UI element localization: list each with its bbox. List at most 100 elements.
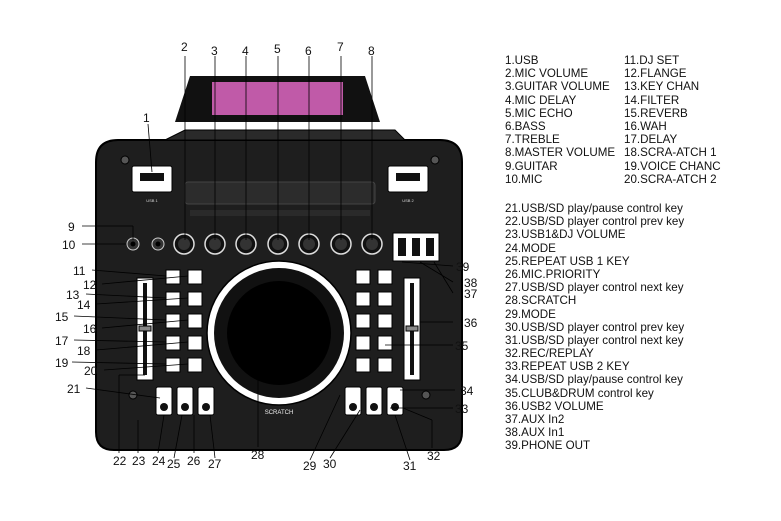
legend-item: 6.BASS: [505, 119, 546, 133]
legend-item: 21.USB/SD play/pause control key: [505, 202, 683, 215]
callout-5: 5: [274, 42, 281, 56]
callout-15: 15: [55, 310, 69, 324]
callout-36: 36: [464, 316, 478, 330]
legend-item: 1.USB: [505, 54, 539, 67]
usb2-volume-fader[interactable]: [403, 277, 421, 381]
legend-item: 25.REPEAT USB 1 KEY: [505, 254, 630, 268]
legend-item: 2.MIC VOLUME: [505, 67, 589, 81]
right-transport-buttons[interactable]: [344, 386, 404, 416]
legend-item: 30.USB/SD player control prev key: [505, 320, 685, 334]
legend-item: 20.SCRA-ATCH 2: [624, 172, 717, 186]
callout-31: 31: [403, 459, 417, 473]
legend-item: 18.SCRA-ATCH 1: [624, 146, 717, 160]
callout-22: 22: [113, 454, 127, 468]
usb1-label: USB 1: [146, 198, 158, 203]
legend-item: 16.WAH: [624, 119, 667, 133]
legend-item: 38.AUX In1: [505, 426, 565, 440]
callout-20: 20: [84, 364, 98, 378]
legend-item: 19.VOICE CHANC: [624, 159, 721, 173]
callout-11: 11: [73, 264, 86, 278]
usb2-label: USB 2: [402, 198, 414, 203]
callout-35: 35: [455, 339, 469, 353]
left-transport-buttons[interactable]: [155, 386, 215, 416]
callout-16: 16: [83, 322, 97, 336]
callout-6: 6: [305, 44, 312, 58]
legend-item: 28.SCRATCH: [505, 294, 577, 308]
legend-item: 7.TREBLE: [505, 133, 560, 147]
legend-item: 14.FILTER: [624, 93, 680, 107]
legend-item: 29.MODE: [505, 307, 556, 321]
callout-17: 17: [55, 334, 69, 348]
callout-9: 9: [68, 220, 75, 234]
callout-3: 3: [211, 44, 218, 58]
usb1-port[interactable]: USB 1: [131, 165, 173, 203]
legend-item: 24.MODE: [505, 241, 556, 255]
callout-19: 19: [55, 356, 69, 370]
aux-phone-jacks[interactable]: [392, 232, 440, 262]
guitar-jack[interactable]: [151, 237, 165, 251]
callout-13: 13: [66, 288, 80, 302]
legend-item: 13.KEY CHAN: [624, 80, 700, 94]
callout-21: 21: [67, 382, 81, 396]
callout-29: 29: [303, 459, 317, 473]
legend-item: 5.MIC ECHO: [505, 106, 573, 120]
legend-item: 4.MIC DELAY: [505, 93, 577, 107]
legend-item: 27.USB/SD player control next key: [505, 281, 684, 295]
callout-37: 37: [464, 287, 478, 301]
callout-24: 24: [152, 454, 166, 468]
legend-item: 9.GUITAR: [505, 159, 558, 173]
legend-item: 39.PHONE OUT: [505, 439, 591, 453]
legend-item: 32.REC/REPLAY: [505, 347, 594, 361]
scratch-label: SCRATCH: [265, 410, 294, 416]
leader-lines: [71, 56, 455, 461]
callout-12: 12: [83, 278, 97, 292]
callout-2: 2: [181, 40, 188, 54]
callout-1: 1: [143, 111, 150, 125]
legend-item: 33.REPEAT USB 2 KEY: [505, 360, 630, 374]
callout-4: 4: [242, 44, 249, 58]
callout-7: 7: [337, 40, 344, 54]
callout-8: 8: [368, 44, 375, 58]
legend-item: 22.USB/SD player control prev key: [505, 215, 685, 229]
legend-item: 36.USB2 VOLUME: [505, 399, 604, 413]
callout-38: 38: [464, 276, 478, 290]
callout-23: 23: [132, 454, 146, 468]
usb1-dj-volume-fader[interactable]: [136, 277, 154, 381]
callout-26: 26: [187, 454, 201, 468]
left-effect-buttons[interactable]: [165, 269, 203, 373]
legend-item: 15.REVERB: [624, 106, 688, 120]
legend-item: 35.CLUB&DRUM control key: [505, 386, 654, 400]
callout-25: 25: [167, 457, 181, 471]
legend-item: 37.AUX In2: [505, 413, 565, 426]
display-panel: [175, 76, 380, 122]
callout-18: 18: [77, 344, 91, 358]
callout-30: 30: [323, 457, 337, 471]
usb2-port[interactable]: USB 2: [387, 165, 429, 203]
callout-14: 14: [77, 298, 91, 312]
legend-item: 8.MASTER VOLUME: [505, 146, 616, 160]
legend-item: 10.MIC: [505, 172, 543, 186]
legend-item: 31.USB/SD player control next key: [505, 333, 684, 347]
right-effect-buttons[interactable]: [355, 269, 393, 373]
callout-39: 39: [456, 260, 470, 274]
scratch-jog-wheel[interactable]: SCRATCH: [206, 260, 352, 416]
callout-32: 32: [427, 449, 441, 463]
legend-item: 3.GUITAR VOLUME: [505, 80, 610, 94]
legend-item: 34.USB/SD play/pause control key: [505, 373, 683, 387]
legend-item: 23.USB1&DJ VOLUME: [505, 228, 626, 242]
callout-28: 28: [251, 448, 265, 462]
callout-34: 34: [460, 384, 474, 398]
callout-10: 10: [62, 238, 76, 252]
callout-numbers: 1 2 3 4 5 6 7 8 9 10 11 12 13 14 15 16 1…: [55, 40, 478, 473]
legend-item: 11.DJ SET: [624, 54, 680, 67]
callout-27: 27: [208, 457, 222, 471]
callout-33: 33: [455, 402, 469, 416]
legend-item: 12.FLANGE: [624, 67, 687, 81]
legend-item: 26.MIC.PRIORITY: [505, 267, 601, 281]
legend-item: 17.DELAY: [624, 133, 678, 147]
knob-row[interactable]: [173, 233, 383, 255]
